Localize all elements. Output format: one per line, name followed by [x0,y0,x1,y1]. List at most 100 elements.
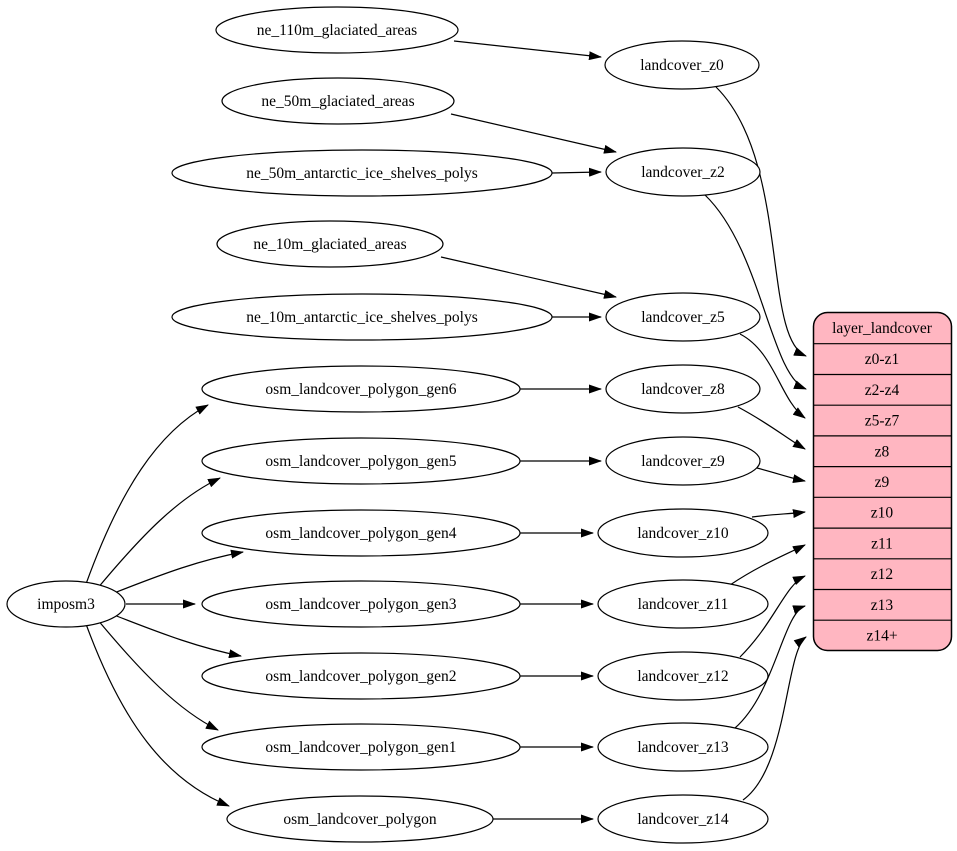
layer-title: layer_landcover [832,320,933,337]
layer-row-z0-z1: z0-z1 [865,351,899,368]
node-osm_landcover_polygon-label: osm_landcover_polygon [283,811,437,828]
node-ne_10m_glaciated_areas-label: ne_10m_glaciated_areas [253,236,406,253]
edge-landcover_z14-to-row-z14plus [742,636,807,801]
node-landcover_z2-shape [605,147,761,197]
node-osm_landcover_polygon_gen3-shape [201,580,521,628]
node-ne_50m_antarctic_ice_shelves_polys-shape [171,149,553,197]
node-landcover_z11-shape [597,579,769,629]
node-osm_landcover_polygon_gen2-shape [201,652,521,700]
node-osm_landcover_polygon_gen6: osm_landcover_polygon_gen6 [201,365,521,413]
node-osm_landcover_polygon_gen1: osm_landcover_polygon_gen1 [201,723,521,771]
edge-landcover_z11-to-row-z11 [729,544,806,586]
layer-row-z13: z13 [871,597,894,614]
node-osm_landcover_polygon_gen4-label: osm_landcover_polygon_gen4 [265,525,456,542]
node-ne_10m_glaciated_areas-shape [216,220,444,268]
node-ne_110m_glaciated_areas-shape [215,6,459,54]
node-landcover_z8: landcover_z8 [605,364,761,414]
node-landcover_z9: landcover_z9 [605,436,761,486]
node-ne_50m_antarctic_ice_shelves_polys: ne_50m_antarctic_ice_shelves_polys [171,149,553,197]
layer-row-z9: z9 [875,474,890,491]
edge-landcover_z5-to-row-z5-z7 [739,333,806,419]
node-osm_landcover_polygon_gen4: osm_landcover_polygon_gen4 [201,509,521,557]
node-landcover_z10: landcover_z10 [597,508,769,558]
edge-group [85,40,807,824]
node-osm_landcover_polygon_gen2-label: osm_landcover_polygon_gen2 [265,668,456,685]
layer-row-z5-z7: z5-z7 [865,413,900,430]
edge-landcover_z10-to-row-z10 [751,509,806,519]
node-osm_landcover_polygon: osm_landcover_polygon [226,795,494,843]
edge-ne_110m_glaciated_areas-to-landcover_z0 [453,40,602,61]
node-landcover_z12: landcover_z12 [597,651,769,701]
layer-row-z2-z4: z2-z4 [865,382,900,399]
node-osm_landcover_polygon-shape [226,795,494,843]
edge-landcover_z9-to-row-z9 [756,467,806,484]
edge-imposm3-to-osm_landcover_polygon [85,623,230,807]
node-landcover_z2-label: landcover_z2 [641,164,725,181]
node-osm_landcover_polygon_gen2: osm_landcover_polygon_gen2 [201,652,521,700]
node-landcover_z13-label: landcover_z13 [637,739,728,756]
node-landcover_z9-label: landcover_z9 [641,453,725,470]
node-osm_landcover_polygon_gen6-shape [201,365,521,413]
layer-row-z11: z11 [871,536,893,553]
node-landcover_z0: landcover_z0 [604,40,760,90]
edge-ne_50m_antarctic_ice_shelves_polys-to-landcover_z2 [551,167,602,177]
node-landcover_z13: landcover_z13 [597,722,769,772]
node-ne_50m_glaciated_areas-shape [221,77,455,125]
node-ne_110m_glaciated_areas: ne_110m_glaciated_areas [215,6,459,54]
edge-imposm3-to-osm_landcover_polygon_gen5 [96,477,221,590]
edge-landcover_z8-to-row-z8 [737,406,806,450]
node-landcover_z0-label: landcover_z0 [640,57,724,74]
node-ne_50m_glaciated_areas-label: ne_50m_glaciated_areas [261,93,414,110]
node-landcover_z5-label: landcover_z5 [641,309,725,326]
node-imposm3-label: imposm3 [37,596,95,613]
layer-row-z14plus: z14+ [866,628,897,645]
node-landcover_z14-label: landcover_z14 [637,811,728,828]
node-landcover_z8-label: landcover_z8 [641,381,725,398]
node-ne_110m_glaciated_areas-label: ne_110m_glaciated_areas [257,22,417,39]
node-landcover_z11-label: landcover_z11 [638,596,729,613]
node-landcover_z2: landcover_z2 [605,147,761,197]
node-landcover_z10-shape [597,508,769,558]
node-landcover_z14-shape [597,794,769,844]
node-landcover_z8-shape [605,364,761,414]
node-osm_landcover_polygon_gen1-shape [201,723,521,771]
edge-landcover_z13-to-row-z13 [734,605,806,729]
edge-landcover_z12-to-row-z12 [739,575,806,658]
node-imposm3-shape [6,580,126,628]
edge-ne_50m_glaciated_areas-to-landcover_z2 [450,113,617,154]
node-landcover_z13-shape [597,722,769,772]
node-landcover_z5: landcover_z5 [605,292,761,342]
node-landcover_z14: landcover_z14 [597,794,769,844]
node-osm_landcover_polygon_gen1-label: osm_landcover_polygon_gen1 [265,739,456,756]
node-osm_landcover_polygon_gen3-label: osm_landcover_polygon_gen3 [265,596,456,613]
layer-row-z10: z10 [871,505,894,522]
node-landcover_z12-label: landcover_z12 [637,668,728,685]
edge-ne_10m_glaciated_areas-to-landcover_z5 [440,256,617,299]
node-landcover_z10-label: landcover_z10 [637,525,728,542]
node-osm_landcover_polygon_gen5-shape [201,437,521,485]
node-landcover_z0-shape [604,40,760,90]
edge-imposm3-to-osm_landcover_polygon_gen4 [113,549,244,594]
node-ne_10m_glaciated_areas: ne_10m_glaciated_areas [216,220,444,268]
edge-imposm3-to-osm_landcover_polygon_gen6 [85,404,209,585]
node-landcover_z5-shape [605,292,761,342]
node-landcover_z11: landcover_z11 [597,579,769,629]
node-osm_landcover_polygon_gen3: osm_landcover_polygon_gen3 [201,580,521,628]
node-ne_50m_glaciated_areas: ne_50m_glaciated_areas [221,77,455,125]
node-landcover_z9-shape [605,436,761,486]
node-landcover_z12-shape [597,651,769,701]
node-ne_10m_antarctic_ice_shelves_polys-shape [171,293,553,341]
node-ne_50m_antarctic_ice_shelves_polys-label: ne_50m_antarctic_ice_shelves_polys [246,165,478,182]
edge-landcover_z0-to-row-z0-z1 [715,86,807,357]
node-ne_10m_antarctic_ice_shelves_polys: ne_10m_antarctic_ice_shelves_polys [171,293,553,341]
node-layer_landcover: layer_landcover z0-z1 z2-z4 z5-z7 z8 z9 … [812,311,953,652]
node-osm_landcover_polygon_gen5: osm_landcover_polygon_gen5 [201,437,521,485]
node-imposm3: imposm3 [6,580,126,628]
node-osm_landcover_polygon_gen4-shape [201,509,521,557]
layer-row-z12: z12 [871,566,893,583]
node-osm_landcover_polygon_gen6-label: osm_landcover_polygon_gen6 [265,381,456,398]
node-layer_landcover-shape [812,311,953,652]
node-osm_landcover_polygon_gen5-label: osm_landcover_polygon_gen5 [265,453,456,470]
